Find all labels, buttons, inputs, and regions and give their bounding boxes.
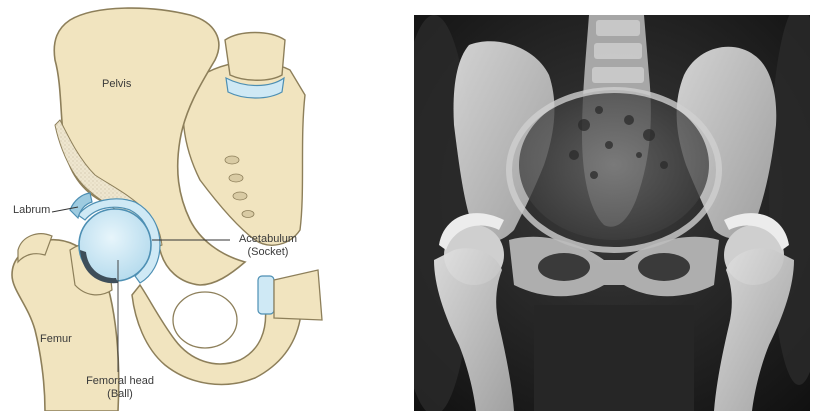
- xray-left-obturator: [538, 253, 590, 281]
- obturator-foramen: [173, 292, 237, 348]
- pelvis-xray-image: [414, 15, 810, 411]
- xray-thigh-gap: [534, 305, 694, 411]
- label-pelvis: Pelvis: [102, 78, 131, 91]
- label-acetabulum-sub: (Socket): [232, 246, 304, 259]
- pubic-symphysis: [258, 276, 274, 314]
- pubis-right: [274, 270, 322, 320]
- xray-vertebrae: [592, 20, 644, 83]
- label-labrum: Labrum: [13, 204, 50, 217]
- label-femoral-head-title: Femoral head: [80, 375, 160, 388]
- vertebra-shape: [225, 33, 285, 81]
- label-acetabulum-title: Acetabulum: [232, 233, 304, 246]
- label-femoral-head: Femoral head (Ball): [80, 375, 160, 401]
- xray-pelvic-cavity: [519, 90, 709, 240]
- xray-right-obturator: [638, 253, 690, 281]
- label-femur: Femur: [40, 333, 72, 346]
- label-acetabulum: Acetabulum (Socket): [232, 233, 304, 259]
- label-femoral-head-sub: (Ball): [80, 388, 160, 401]
